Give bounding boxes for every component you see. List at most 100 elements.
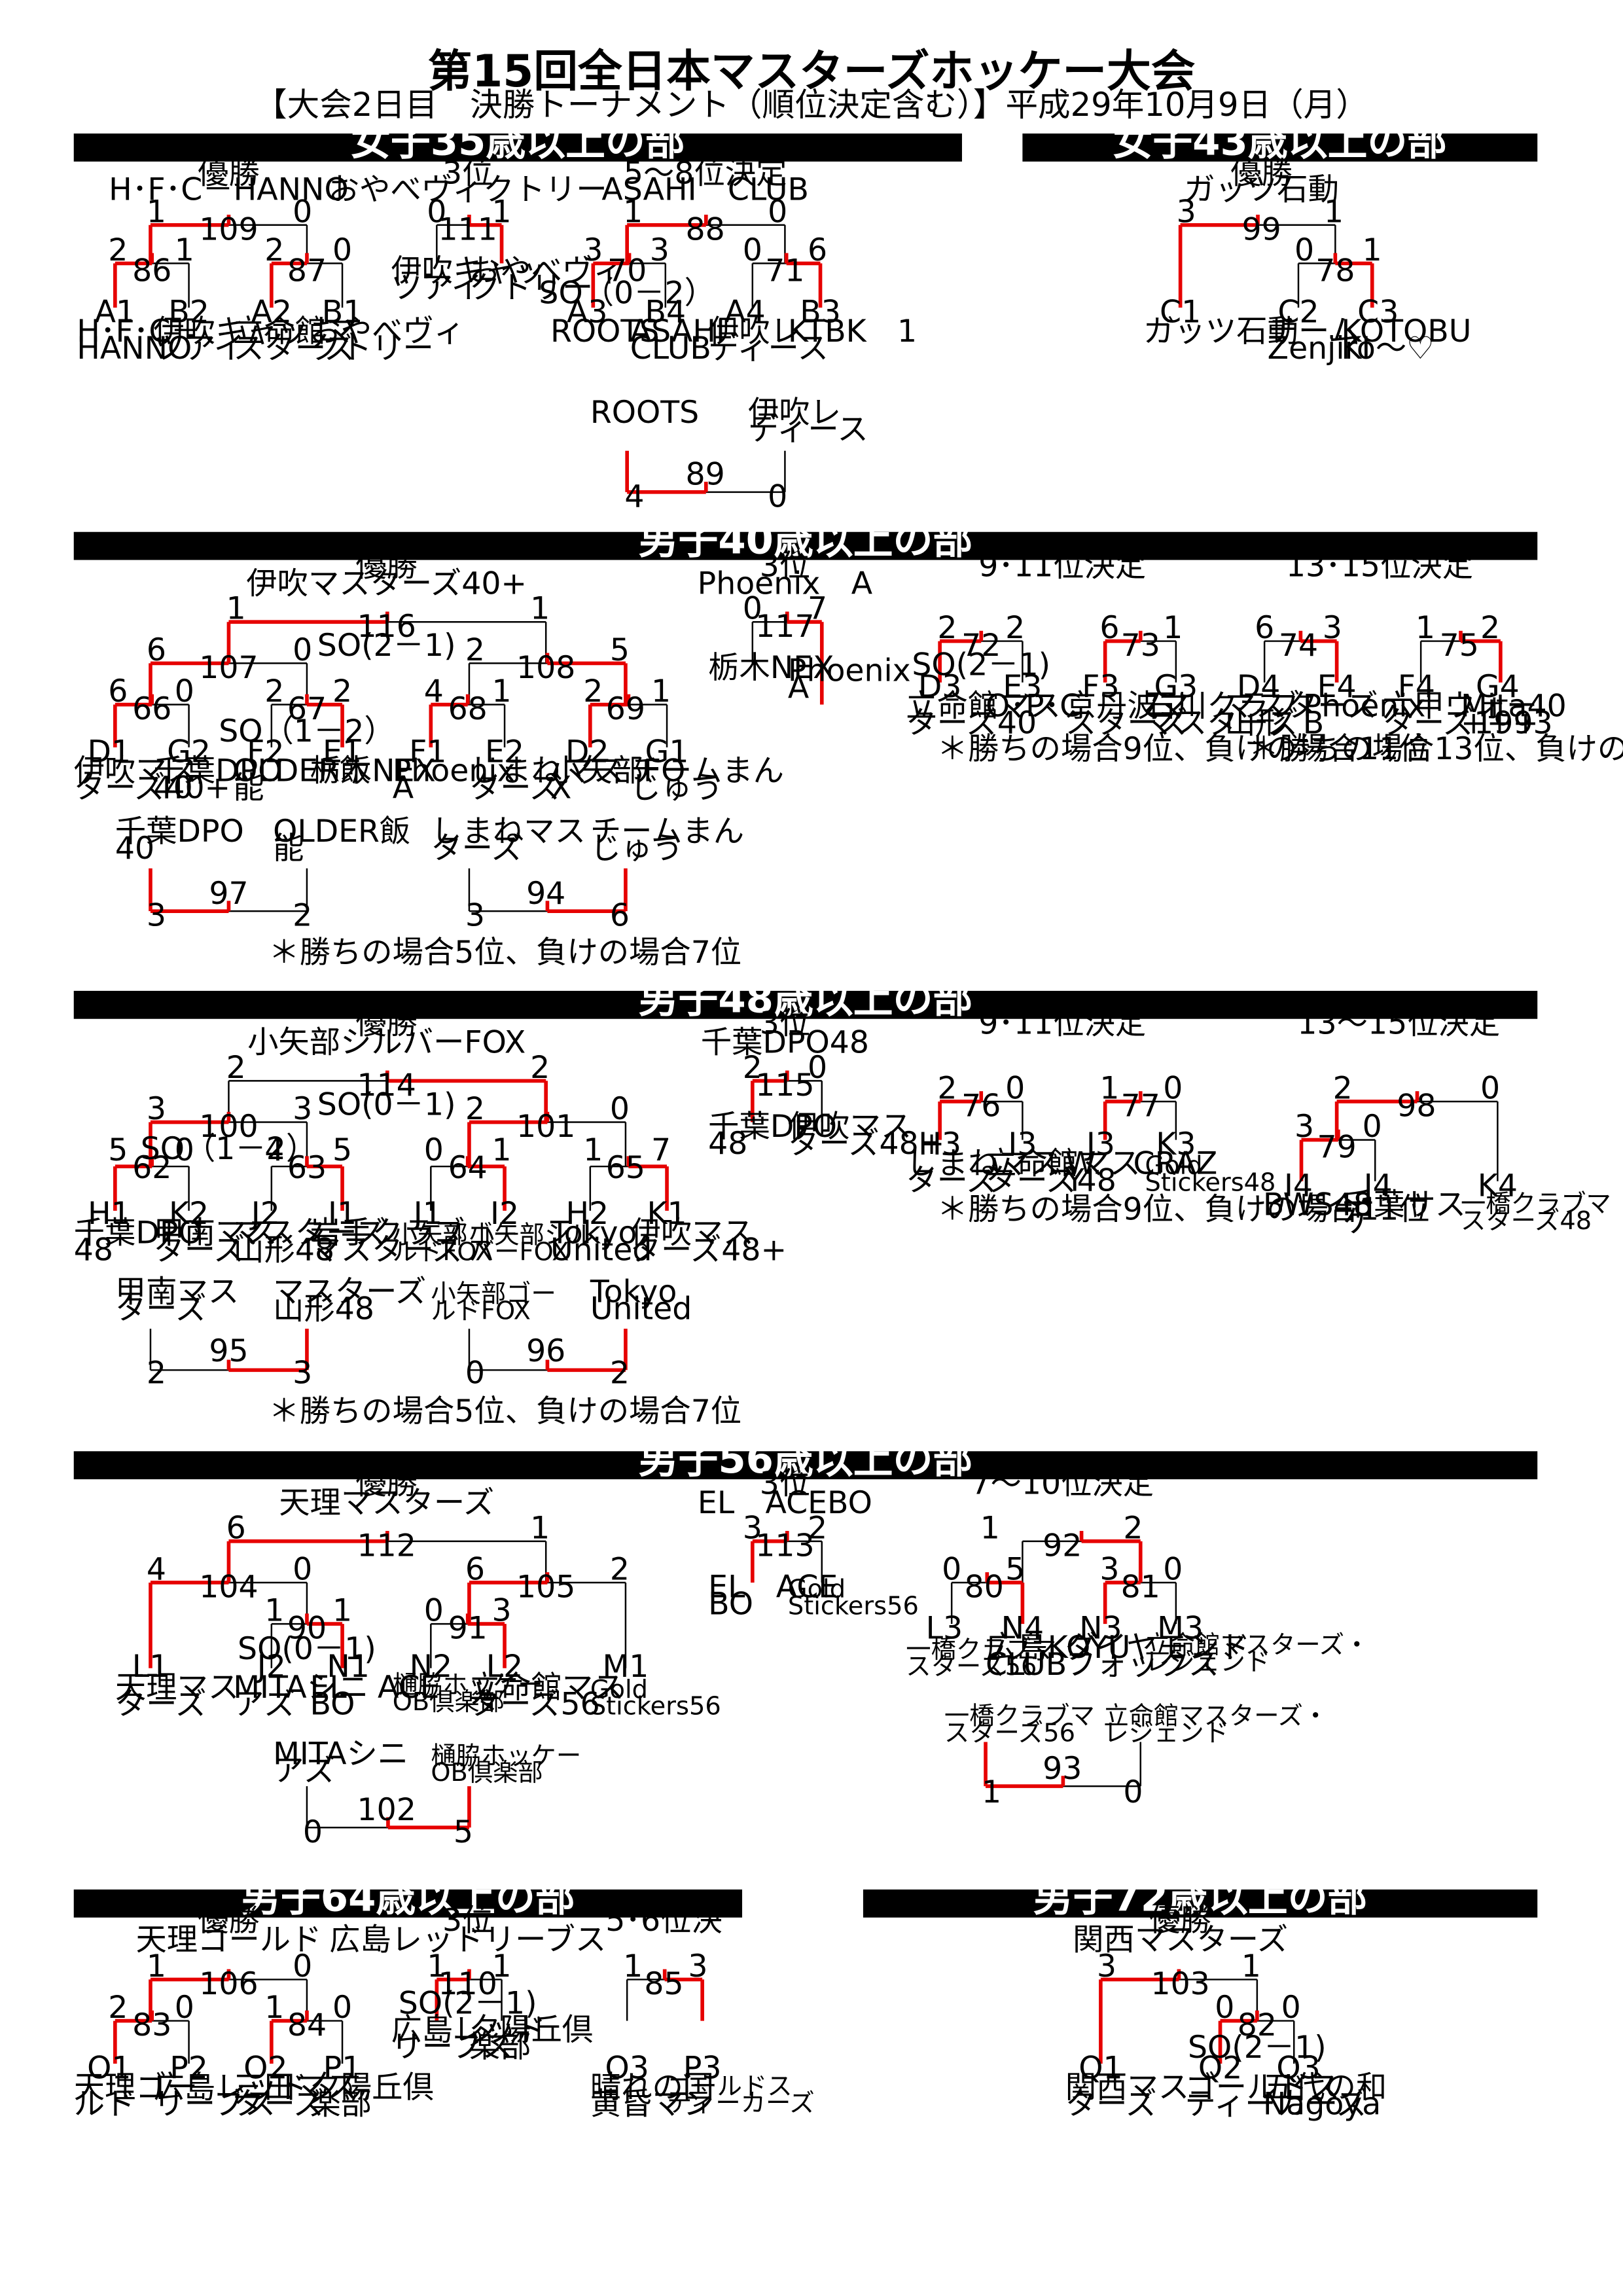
bracket-caption: 優勝	[198, 156, 260, 192]
team-name: 晴れの国	[590, 2070, 714, 2106]
team-name: MITAシニ	[273, 1736, 408, 1772]
score-label: 2	[332, 673, 352, 709]
score-label: 70	[607, 253, 647, 289]
seed-slot: P2	[169, 2050, 208, 2086]
team-name: バーFOX	[469, 1237, 569, 1266]
team-name: ケ	[1343, 1204, 1374, 1240]
seed-slot: O2	[243, 2050, 287, 2086]
bracket-caption: 優勝	[198, 1903, 260, 1939]
score-label: 67	[287, 691, 327, 727]
bracket-caption: 5･6位決	[605, 1903, 722, 1939]
bracket-caption: 広島レッドリーブス	[329, 1922, 606, 1958]
team-name: ターズ40	[906, 705, 1037, 741]
team-name: しまねマス	[431, 814, 586, 850]
seed-slot: A3	[567, 295, 608, 331]
team-name: 千葉DPO	[153, 753, 282, 789]
score-label: 1	[332, 1593, 352, 1629]
seed-slot: O3	[605, 2050, 649, 2086]
score-label: 101	[516, 1109, 575, 1145]
team-name: ターズ	[431, 831, 522, 867]
score-label: 1	[1163, 610, 1183, 646]
team-name: チームまん	[630, 753, 784, 789]
seed-slot: L1	[132, 1649, 169, 1685]
score-label: 85	[644, 1966, 683, 2002]
score-label: 114	[357, 1067, 416, 1103]
score-label: 109	[199, 211, 258, 247]
score-label: 3	[1097, 1948, 1116, 1984]
score-label: 2	[1480, 610, 1500, 646]
team-name: レジェンド	[1103, 1718, 1229, 1748]
team-name: レジェンド	[1145, 1647, 1271, 1677]
bracket-caption: EL ACEBO	[698, 1485, 872, 1521]
team-name: Stickers56	[788, 1591, 919, 1621]
team-name: ツアイ	[391, 270, 482, 306]
score-label: 69	[606, 691, 645, 727]
seed-slot: G2	[167, 734, 211, 770]
team-name: ターズ40+	[74, 770, 230, 806]
team-name: 山形48	[273, 1291, 374, 1327]
score-label: 5	[332, 1132, 352, 1168]
team-name: フォックス	[1065, 1647, 1219, 1683]
score-label: 1	[491, 1132, 511, 1168]
team-name: Gold	[1145, 1151, 1203, 1180]
score-label: 4	[424, 673, 444, 709]
score-label: 3	[583, 232, 603, 268]
team-name: 三田マス	[233, 2070, 357, 2106]
score-label: 3	[147, 1091, 166, 1127]
team-name: ターズ	[153, 1232, 245, 1268]
team-name: 小矢部ゴー	[431, 1280, 556, 1309]
bracket-caption: 3位	[760, 1005, 810, 1041]
seed-slot: J3	[1084, 1126, 1115, 1162]
team-name: チーム	[1268, 314, 1360, 350]
team-name: OLDER飯	[233, 753, 370, 789]
team-name: EL ACE	[708, 1570, 838, 1605]
team-name: 山形48	[233, 1232, 334, 1268]
team-name: 一橋クラブマ	[944, 1701, 1095, 1731]
team-name: HANNO	[77, 331, 192, 367]
seed-slot: C1	[1160, 295, 1201, 331]
score-label: 6	[610, 898, 630, 934]
team-name: 立命館マスターズ・	[1103, 1701, 1328, 1731]
footnote: ＊勝ちの場合5位、負けの場合7位	[268, 1393, 741, 1429]
score-label: 4	[147, 1551, 166, 1587]
score-label: 82	[1238, 2007, 1277, 2043]
team-name: スターズ	[233, 331, 355, 367]
team-name: Stickers56	[590, 1692, 721, 1721]
team-name: EL ACE	[310, 1670, 439, 1706]
score-label: 93	[1043, 1751, 1082, 1787]
team-name: マスターズ	[1224, 689, 1378, 725]
score-label: 3	[650, 232, 669, 268]
score-label: 115	[755, 1067, 814, 1103]
team-name: 千葉サス	[1343, 1187, 1466, 1223]
score-label: 0	[1123, 1774, 1143, 1810]
bracket-caption: 3位	[760, 548, 810, 584]
seed-slot: K2	[169, 1196, 209, 1232]
bracket-caption: 天理マスターズ	[279, 1485, 494, 1521]
team-name: 一橋クラブマ	[906, 1635, 1056, 1664]
team-name: ターズ48+	[630, 1232, 787, 1268]
score-label: 64	[448, 1150, 488, 1186]
team-name: マスターズ	[273, 1274, 426, 1310]
score-label: 0	[175, 1990, 194, 2026]
team-name: ツアイ	[153, 331, 245, 367]
score-label: 1	[980, 1510, 1000, 1546]
score-label: 68	[448, 691, 488, 727]
team-name: 伊吹マス	[630, 1215, 754, 1251]
score-label: 1	[651, 673, 671, 709]
footnote: ＊勝ちの場合5位、負けの場合7位	[268, 935, 741, 971]
score-label: 2	[108, 232, 128, 268]
score-label: 2	[1123, 1510, 1143, 1546]
team-name: 立命館マ	[233, 314, 357, 350]
score-label: 2	[937, 610, 957, 646]
score-label: 76	[961, 1088, 1001, 1124]
seed-slot: I2	[490, 1196, 519, 1232]
seed-slot: N1	[327, 1649, 370, 1685]
team-name: 山形	[1224, 705, 1287, 741]
team-name: Gold	[590, 1675, 648, 1704]
seed-slot: D2	[565, 734, 609, 770]
team-name: チームまん	[590, 814, 744, 850]
score-label: 0	[1163, 1070, 1183, 1106]
score-label: 81	[1121, 1570, 1160, 1605]
